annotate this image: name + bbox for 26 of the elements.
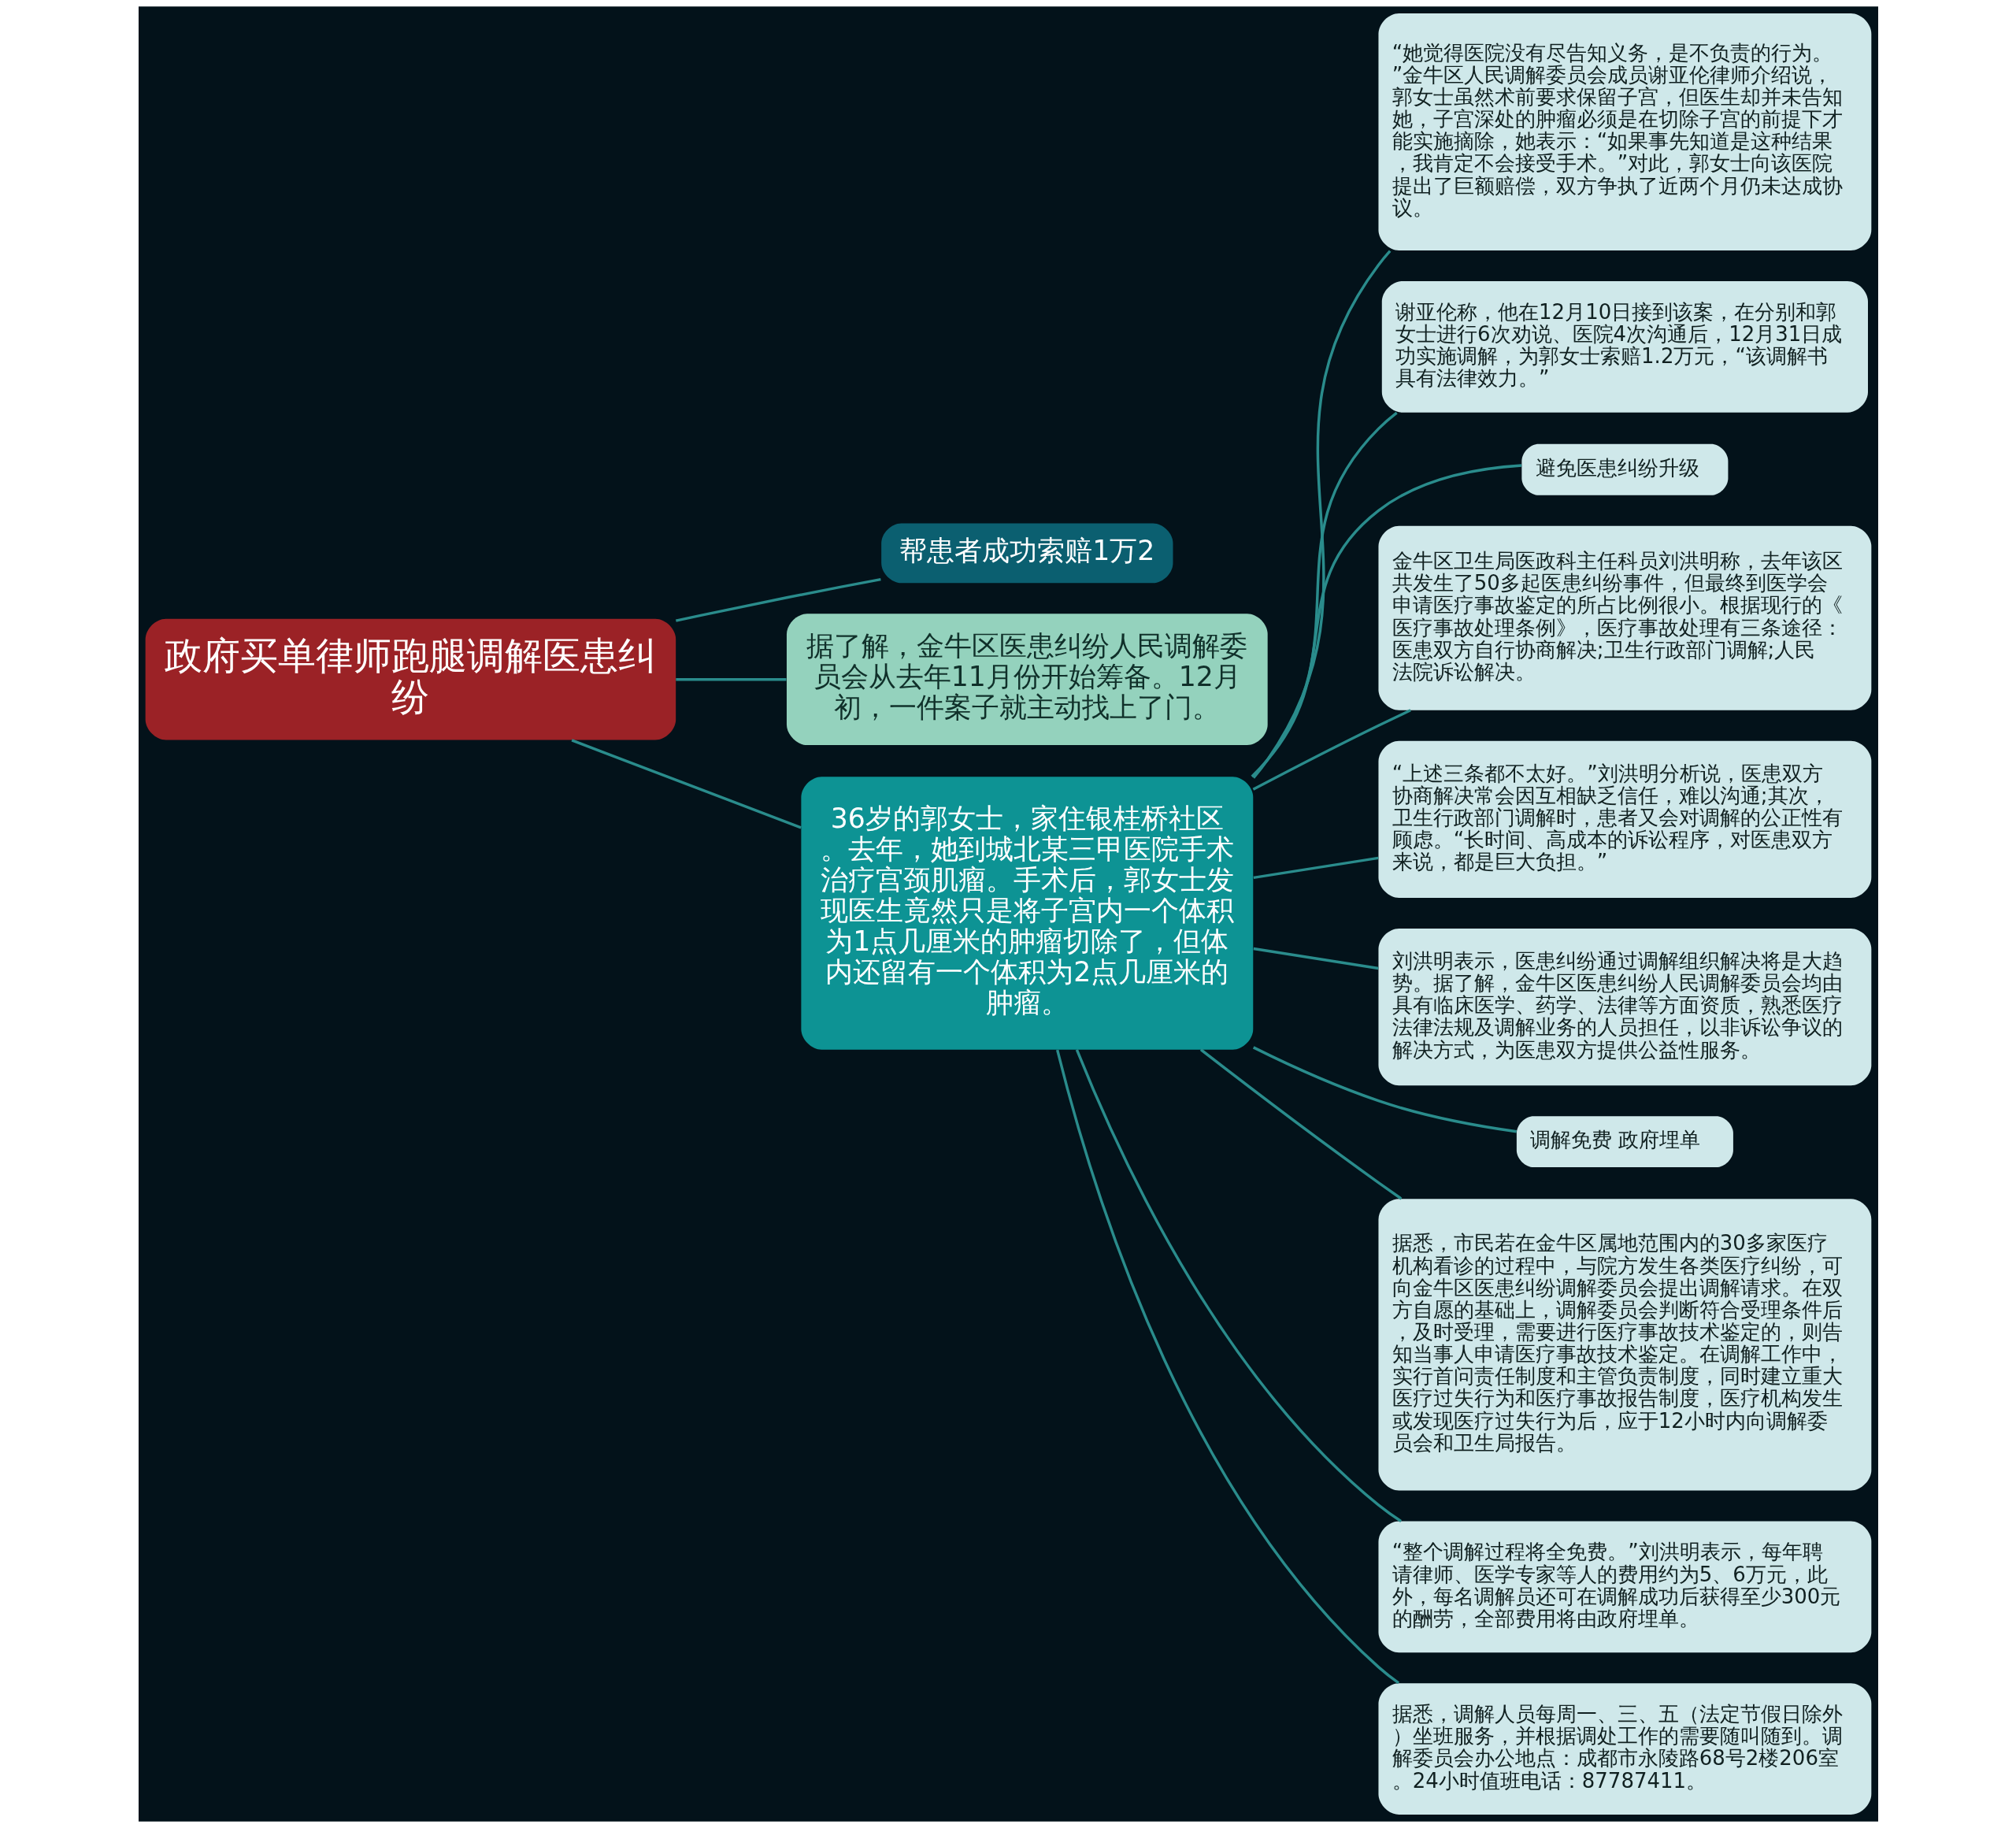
connector bbox=[1075, 1049, 1402, 1522]
node-box: “整个调解过程将全免费。”刘洪明表示，每年聘请律师、医学专家等人的费用约为5、6万元，此外，每名调解员还可在调解成功后获得至少300元的酬劳，全部费用将由政府埋单。 bbox=[1377, 1521, 1871, 1653]
node-box: 帮患者成功索赔1万2 bbox=[880, 523, 1173, 584]
node-box: 刘洪明表示，医患纠纷通过调解组织解决将是大趋势。据了解，金牛区医患纠纷人民调解委员会均由具有临床医学、药学、法律等方面资质，熟悉医疗法律法规及调解业务的人员担任，以非诉讼争议的解决方式，为医患双方提供公益性服务。 bbox=[1377, 928, 1871, 1086]
node-box: “她觉得医院没有尽告知义务，是不负责的行为。”金牛区人民调解委员会成员谢亚伦律师介绍说，郭女士虽然术前要求保留子宫，但医生却并未告知她，子宫深处的肿瘤必须是在切除子宫的前提下才能实施摘除，她表示：“如果事先知道是这种结果，我肯定不会接受手术。”对此，郭女士向该医院提出了巨额赔偿，双方争执了近两个月仍未达成协议。 bbox=[1377, 13, 1871, 251]
node-box: 据悉，市民若在金牛区属地范围内的30多家医疗机构看诊的过程中，与院方发生各类医疗纠纷，可向金牛区医患纠纷调解委员会提出调解请求。在双方自愿的基础上，调解委员会判断符合受理条件后，及时受理，需要进行医疗事故技术鉴定的，则告知当事人申请医疗事故技术鉴定。在调解工作中，实行首问责任制度和主管负责制度，同时建立重大医疗过失行为和医疗事故报告制度，医疗机构发生或发现医疗过失行为后，应于12小时内向调解委员会和卫生局报告。 bbox=[1377, 1199, 1871, 1491]
node-box: 据了解，金牛区医患纠纷人民调解委员会从去年11月份开始筹备。12月初，一件案子就主动找上了门。 bbox=[786, 614, 1268, 746]
node-box: 金牛区卫生局医政科主任科员刘洪明称，去年该区共发生了50多起医患纠纷事件，但最终到医学会申请医疗事故鉴定的所占比例很小。根据现行的《医疗事故处理条例》，医疗事故处理有三条途径：医患双方自行协商解决;卫生行政部门调解;人民法院诉讼解决。 bbox=[1377, 525, 1871, 710]
connector bbox=[1252, 709, 1411, 791]
node-box: “上述三条都不太好。”刘洪明分析说，医患双方协商解决常会因互相缺乏信任，难以沟通;其次，卫生行政部门调解时，患者又会对调解的公正性有顾虑。“长时间、高成本的诉讼程序，对医患双方来说，都是巨大负担。” bbox=[1377, 740, 1871, 898]
connector bbox=[1252, 1046, 1517, 1133]
node-box: 避免医患纠纷升级 bbox=[1521, 443, 1728, 495]
connector bbox=[571, 739, 802, 829]
connector bbox=[1251, 250, 1391, 779]
connector bbox=[1055, 1049, 1399, 1685]
connector bbox=[675, 577, 881, 622]
connector bbox=[1253, 947, 1379, 970]
node-box: 36岁的郭女士，家住银桂桥社区。去年，她到城北某三甲医院手术治疗宫颈肌瘤。手术后，郭女士发现医生竟然只是将子宫内一个体积为1点几厘米的肿瘤切除了，但体内还留有一个体积为2点几厘米的肿瘤。 bbox=[800, 777, 1253, 1050]
connector bbox=[1199, 1048, 1402, 1200]
connector bbox=[675, 678, 786, 681]
node-box: 调解免费 政府埋单 bbox=[1516, 1116, 1733, 1168]
node-box: 谢亚伦称，他在12月10日接到该案，在分别和郭女士进行6次劝说、医院4次沟通后，12月31日成功实施调解，为郭女士索赔1.2万元，“该调解书具有法律效力。” bbox=[1381, 281, 1868, 413]
node-box: 政府买单律师跑腿调解医患纠纷 bbox=[145, 618, 676, 740]
connector bbox=[1251, 464, 1521, 778]
node-box: 据悉，调解人员每周一、三、五（法定节假日除外）坐班服务，并根据调处工作的需要随叫随到。调解委员会办公地点：成都市永陵路68号2楼206室。24小时值班电话：87787411。 bbox=[1377, 1683, 1871, 1815]
connector bbox=[1253, 856, 1379, 880]
